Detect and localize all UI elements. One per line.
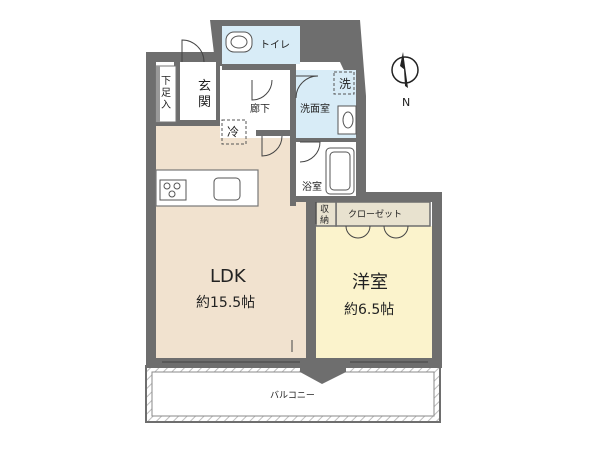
western-room-floor — [316, 226, 432, 358]
label-storage-1: 収 — [320, 203, 329, 215]
interior-walls — [156, 22, 362, 358]
label-washroom: 洗面室 — [300, 102, 330, 115]
label-closet: クローゼット — [348, 208, 402, 220]
label-western-name: 洋室 — [352, 272, 388, 293]
label-western-size: 約6.5帖 — [344, 302, 394, 318]
kitchen-counter — [155, 169, 259, 207]
label-shoe-storage-1: 下 — [161, 76, 171, 87]
label-ldk-name: LDK — [210, 266, 247, 287]
washing-machine-space — [333, 71, 355, 95]
label-entrance-1: 玄 — [198, 79, 211, 94]
balcony — [145, 365, 441, 423]
compass-icon: N — [391, 52, 419, 109]
toilet-fixture — [225, 31, 253, 53]
label-toilet: トイレ — [260, 40, 290, 51]
bathtub — [325, 147, 355, 195]
label-laundry: 洗 — [339, 77, 351, 91]
label-ldk-size: 約15.5帖 — [196, 295, 255, 311]
label-entrance-2: 関 — [198, 95, 211, 110]
doors — [181, 39, 409, 352]
label-shoe-storage-2: 足 — [161, 87, 171, 99]
wash-basin — [337, 105, 357, 135]
label-storage-2: 納 — [320, 214, 329, 226]
label-hallway: 廊下 — [250, 102, 270, 115]
compass-north-label: N — [402, 96, 410, 109]
fridge-space — [221, 119, 247, 145]
ldk-floor-ext — [156, 126, 220, 140]
label-fridge: 冷 — [227, 125, 239, 139]
label-shoe-storage-3: 入 — [161, 100, 171, 111]
label-balcony: バルコニー — [270, 390, 315, 401]
label-bathroom: 浴室 — [302, 180, 322, 193]
closet-floor — [335, 201, 431, 227]
